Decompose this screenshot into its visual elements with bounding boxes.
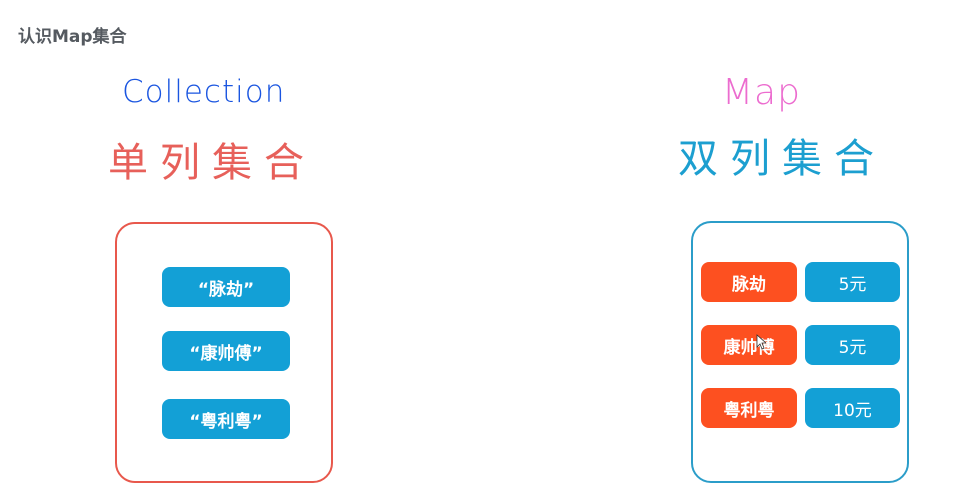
map-key: 康帅傅 <box>701 325 797 365</box>
collection-item: “脉劫” <box>162 267 290 307</box>
collection-title-en: Collection <box>122 74 286 110</box>
mouse-cursor-icon <box>756 334 766 350</box>
map-value: 5元 <box>805 262 900 302</box>
map-key: 脉劫 <box>701 262 797 302</box>
map-key: 粤利粤 <box>701 388 797 428</box>
collection-item: “康帅傅” <box>162 331 290 371</box>
collection-item: “粤利粤” <box>162 399 290 439</box>
map-title-en: Map <box>722 72 801 113</box>
collection-title-zh: 单列集合 <box>108 140 316 186</box>
map-value: 10元 <box>805 388 900 428</box>
map-title-zh: 双列集合 <box>678 136 886 182</box>
map-value: 5元 <box>805 325 900 365</box>
page-title: 认识Map集合 <box>18 27 127 47</box>
